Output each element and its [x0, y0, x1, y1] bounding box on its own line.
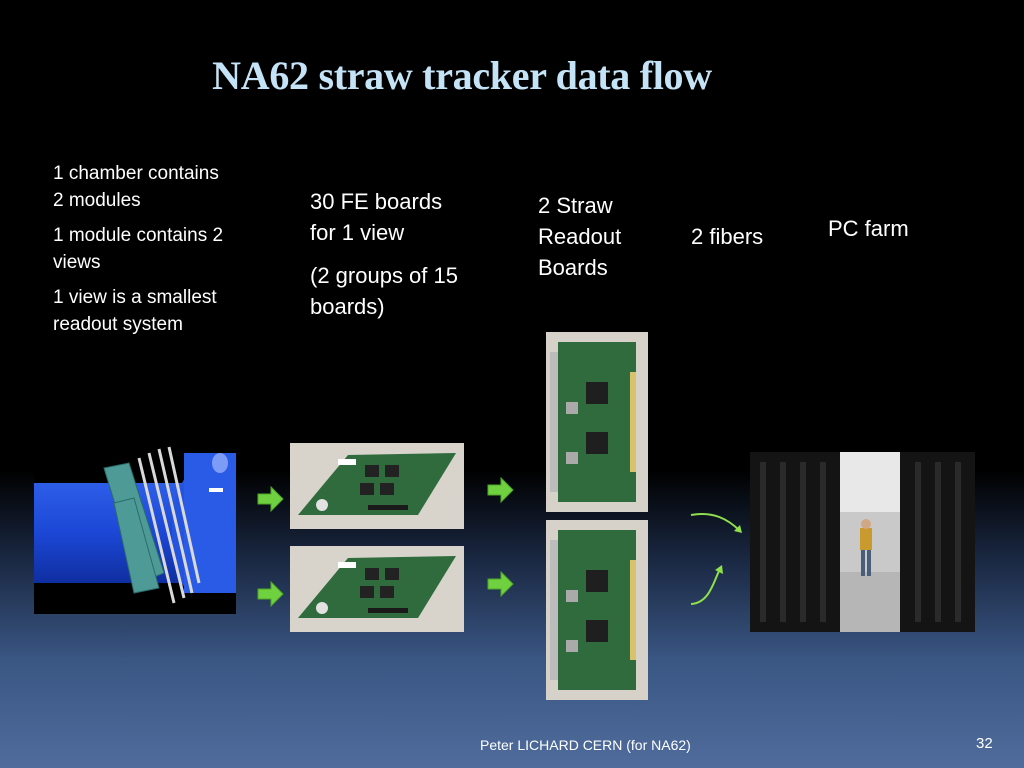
fiber-arrows-icon — [688, 505, 752, 611]
srb-photo-1 — [546, 332, 648, 512]
chamber-description: 1 chamber contains 2 modules 1 module co… — [53, 160, 233, 346]
fe-line-1: 30 FE boards for 1 view — [310, 189, 443, 245]
slide-title: NA62 straw tracker data flow — [212, 53, 712, 98]
straw-chamber-image — [34, 443, 236, 614]
pc-farm-label: PC farm — [828, 216, 909, 241]
page-number: 32 — [976, 735, 993, 752]
fe-board-photo-1 — [290, 443, 464, 529]
srb-photo-2 — [546, 520, 648, 700]
chamber-line-3: 1 view is a smallest readout system — [53, 287, 217, 335]
fe-boards-description: 30 FE boards for 1 view (2 groups of 15 … — [310, 186, 460, 334]
chamber-line-2: 1 module contains 2 views — [53, 225, 224, 273]
arrow-right-icon — [256, 580, 284, 608]
arrow-right-icon — [486, 476, 514, 504]
srb-label: 2 Straw Readout Boards — [538, 193, 622, 280]
footer-text: Peter LICHARD CERN (for NA62) — [480, 737, 691, 753]
pc-farm-photo — [750, 452, 975, 632]
chamber-line-1: 1 chamber contains 2 modules — [53, 163, 219, 211]
arrow-right-icon — [486, 570, 514, 598]
fe-board-photo-2 — [290, 546, 464, 632]
fe-line-2: (2 groups of 15 boards) — [310, 263, 458, 319]
arrow-right-icon — [256, 485, 284, 513]
fibers-label: 2 fibers — [691, 224, 764, 249]
